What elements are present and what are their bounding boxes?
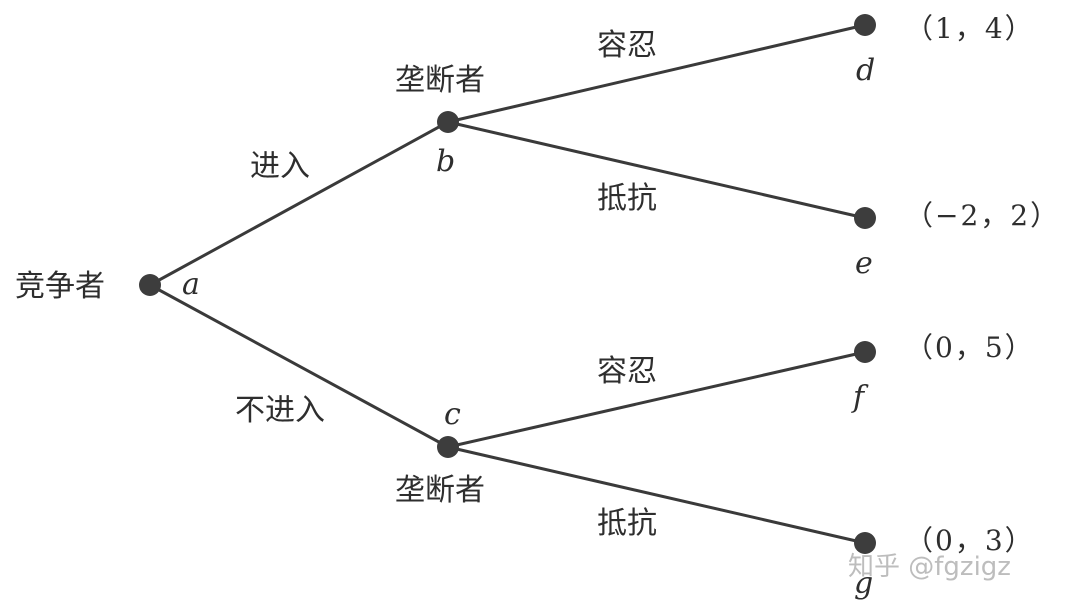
node-letter-e: e bbox=[855, 246, 873, 281]
node-letter-b: b bbox=[436, 144, 455, 179]
edge-not-enter bbox=[148, 283, 450, 449]
node-letter-a: a bbox=[182, 267, 200, 302]
player-label-c: 垄断者 bbox=[395, 473, 485, 508]
action-label-c-fight: 抵抗 bbox=[597, 506, 657, 541]
node-g bbox=[854, 532, 876, 554]
action-label-enter: 进入 bbox=[250, 149, 310, 184]
payoff-f: （0，5） bbox=[905, 331, 1035, 364]
player-label-b: 垄断者 bbox=[395, 63, 485, 98]
edge-enter bbox=[148, 120, 450, 287]
node-letter-g: g bbox=[854, 566, 873, 601]
node-letter-c: c bbox=[444, 397, 461, 432]
node-b bbox=[437, 111, 459, 133]
edge-c-fight bbox=[446, 445, 867, 545]
node-letter-f: f bbox=[851, 380, 869, 415]
payoff-e: （−2，2） bbox=[905, 199, 1060, 232]
node-f bbox=[854, 341, 876, 363]
payoff-d: （1，4） bbox=[905, 12, 1035, 45]
node-a bbox=[139, 274, 161, 296]
node-c bbox=[437, 436, 459, 458]
action-label-b-fight: 抵抗 bbox=[597, 181, 657, 216]
node-letter-d: d bbox=[856, 53, 875, 88]
player-label-a: 竞争者 bbox=[15, 269, 105, 304]
payoff-g: （0，3） bbox=[905, 524, 1035, 557]
node-d bbox=[854, 14, 876, 36]
watermark: 知乎 @fgzigz bbox=[848, 552, 1011, 582]
edge-b-fight bbox=[446, 120, 867, 220]
action-label-b-tolerate: 容忍 bbox=[597, 28, 657, 63]
edge-c-tolerate bbox=[446, 350, 867, 449]
action-label-c-tolerate: 容忍 bbox=[597, 354, 657, 389]
action-label-not-enter: 不进入 bbox=[235, 393, 325, 428]
node-e bbox=[854, 207, 876, 229]
edge-b-tolerate bbox=[446, 23, 867, 124]
